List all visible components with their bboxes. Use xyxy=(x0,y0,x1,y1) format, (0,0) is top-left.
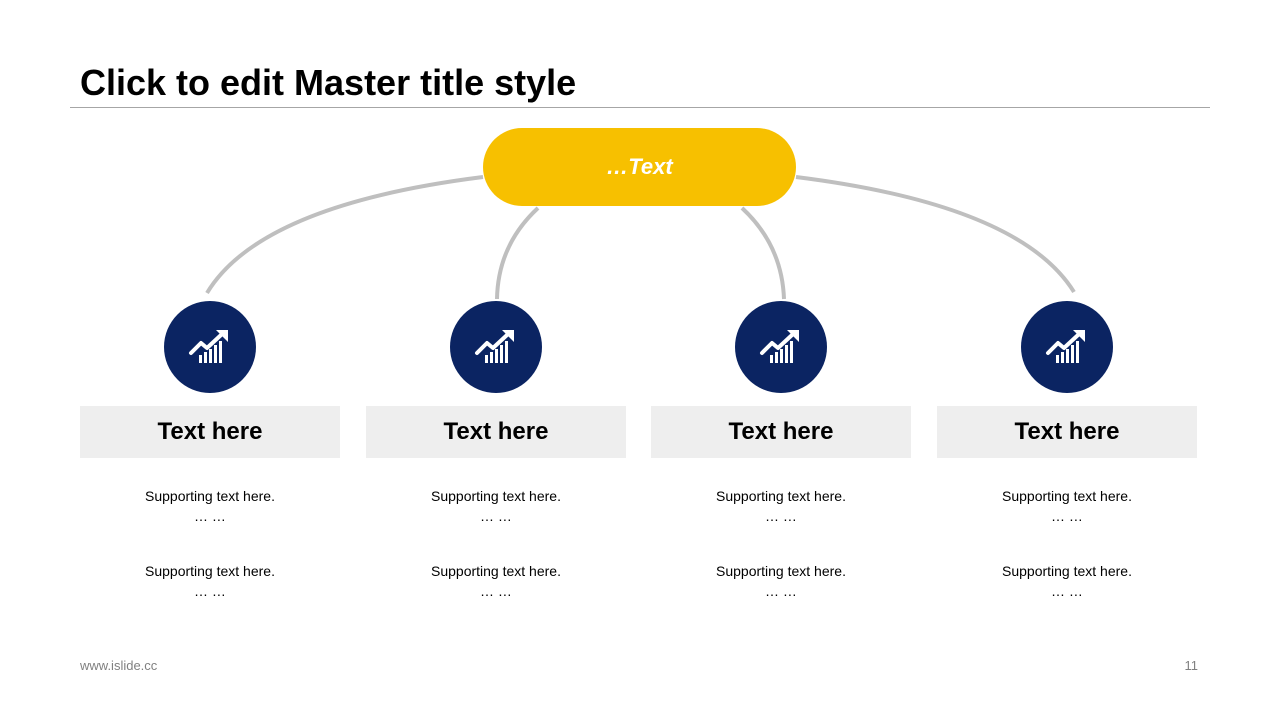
growth-chart-icon xyxy=(189,330,228,363)
supporting-text-line: Supporting text here. xyxy=(716,563,846,579)
item-column-4: Text here Supporting text here. … … Supp… xyxy=(937,301,1197,601)
ellipsis-line: … … xyxy=(480,583,512,599)
icon-circle xyxy=(1021,301,1113,393)
supporting-text: Supporting text here. … … xyxy=(80,561,340,601)
supporting-text: Supporting text here. … … xyxy=(366,486,626,526)
page-number: 11 xyxy=(1184,658,1199,673)
slide-title: Click to edit Master title style xyxy=(80,62,577,103)
ellipsis-line: … … xyxy=(1051,508,1083,524)
ellipsis-line: … … xyxy=(1051,583,1083,599)
supporting-text: Supporting text here. … … xyxy=(651,486,911,526)
footer-url: www.islide.cc xyxy=(80,658,158,673)
supporting-text: Supporting text here. … … xyxy=(937,561,1197,601)
connector-line-3 xyxy=(740,206,786,300)
item-heading: Text here xyxy=(80,406,340,458)
connector-line-2 xyxy=(495,206,540,300)
ellipsis-line: … … xyxy=(480,508,512,524)
supporting-text: Supporting text here. … … xyxy=(937,486,1197,526)
connector-line-4 xyxy=(795,175,1076,294)
item-heading: Text here xyxy=(937,406,1197,458)
growth-chart-icon xyxy=(475,330,514,363)
ellipsis-line: … … xyxy=(765,508,797,524)
item-column-3: Text here Supporting text here. … … Supp… xyxy=(651,301,911,601)
supporting-text-line: Supporting text here. xyxy=(431,563,561,579)
icon-circle xyxy=(735,301,827,393)
supporting-text-line: Supporting text here. xyxy=(145,563,275,579)
center-node: …Text xyxy=(483,128,796,206)
supporting-text-line: Supporting text here. xyxy=(1002,563,1132,579)
icon-circle xyxy=(164,301,256,393)
ellipsis-line: … … xyxy=(765,583,797,599)
title-divider xyxy=(70,107,1210,108)
growth-chart-icon xyxy=(1046,330,1085,363)
center-node-label: …Text xyxy=(606,154,673,179)
supporting-text-line: Supporting text here. xyxy=(716,488,846,504)
item-column-1: Text here Supporting text here. … … Supp… xyxy=(80,301,340,601)
supporting-text: Supporting text here. … … xyxy=(651,561,911,601)
connector-line-1 xyxy=(205,175,484,295)
ellipsis-line: … … xyxy=(194,583,226,599)
item-heading: Text here xyxy=(651,406,911,458)
supporting-text-line: Supporting text here. xyxy=(1002,488,1132,504)
supporting-text-line: Supporting text here. xyxy=(145,488,275,504)
item-column-2: Text here Supporting text here. … … Supp… xyxy=(366,301,626,601)
icon-circle xyxy=(450,301,542,393)
supporting-text: Supporting text here. … … xyxy=(80,486,340,526)
supporting-text-line: Supporting text here. xyxy=(431,488,561,504)
supporting-text: Supporting text here. … … xyxy=(366,561,626,601)
growth-chart-icon xyxy=(760,330,799,363)
ellipsis-line: … … xyxy=(194,508,226,524)
item-heading: Text here xyxy=(366,406,626,458)
